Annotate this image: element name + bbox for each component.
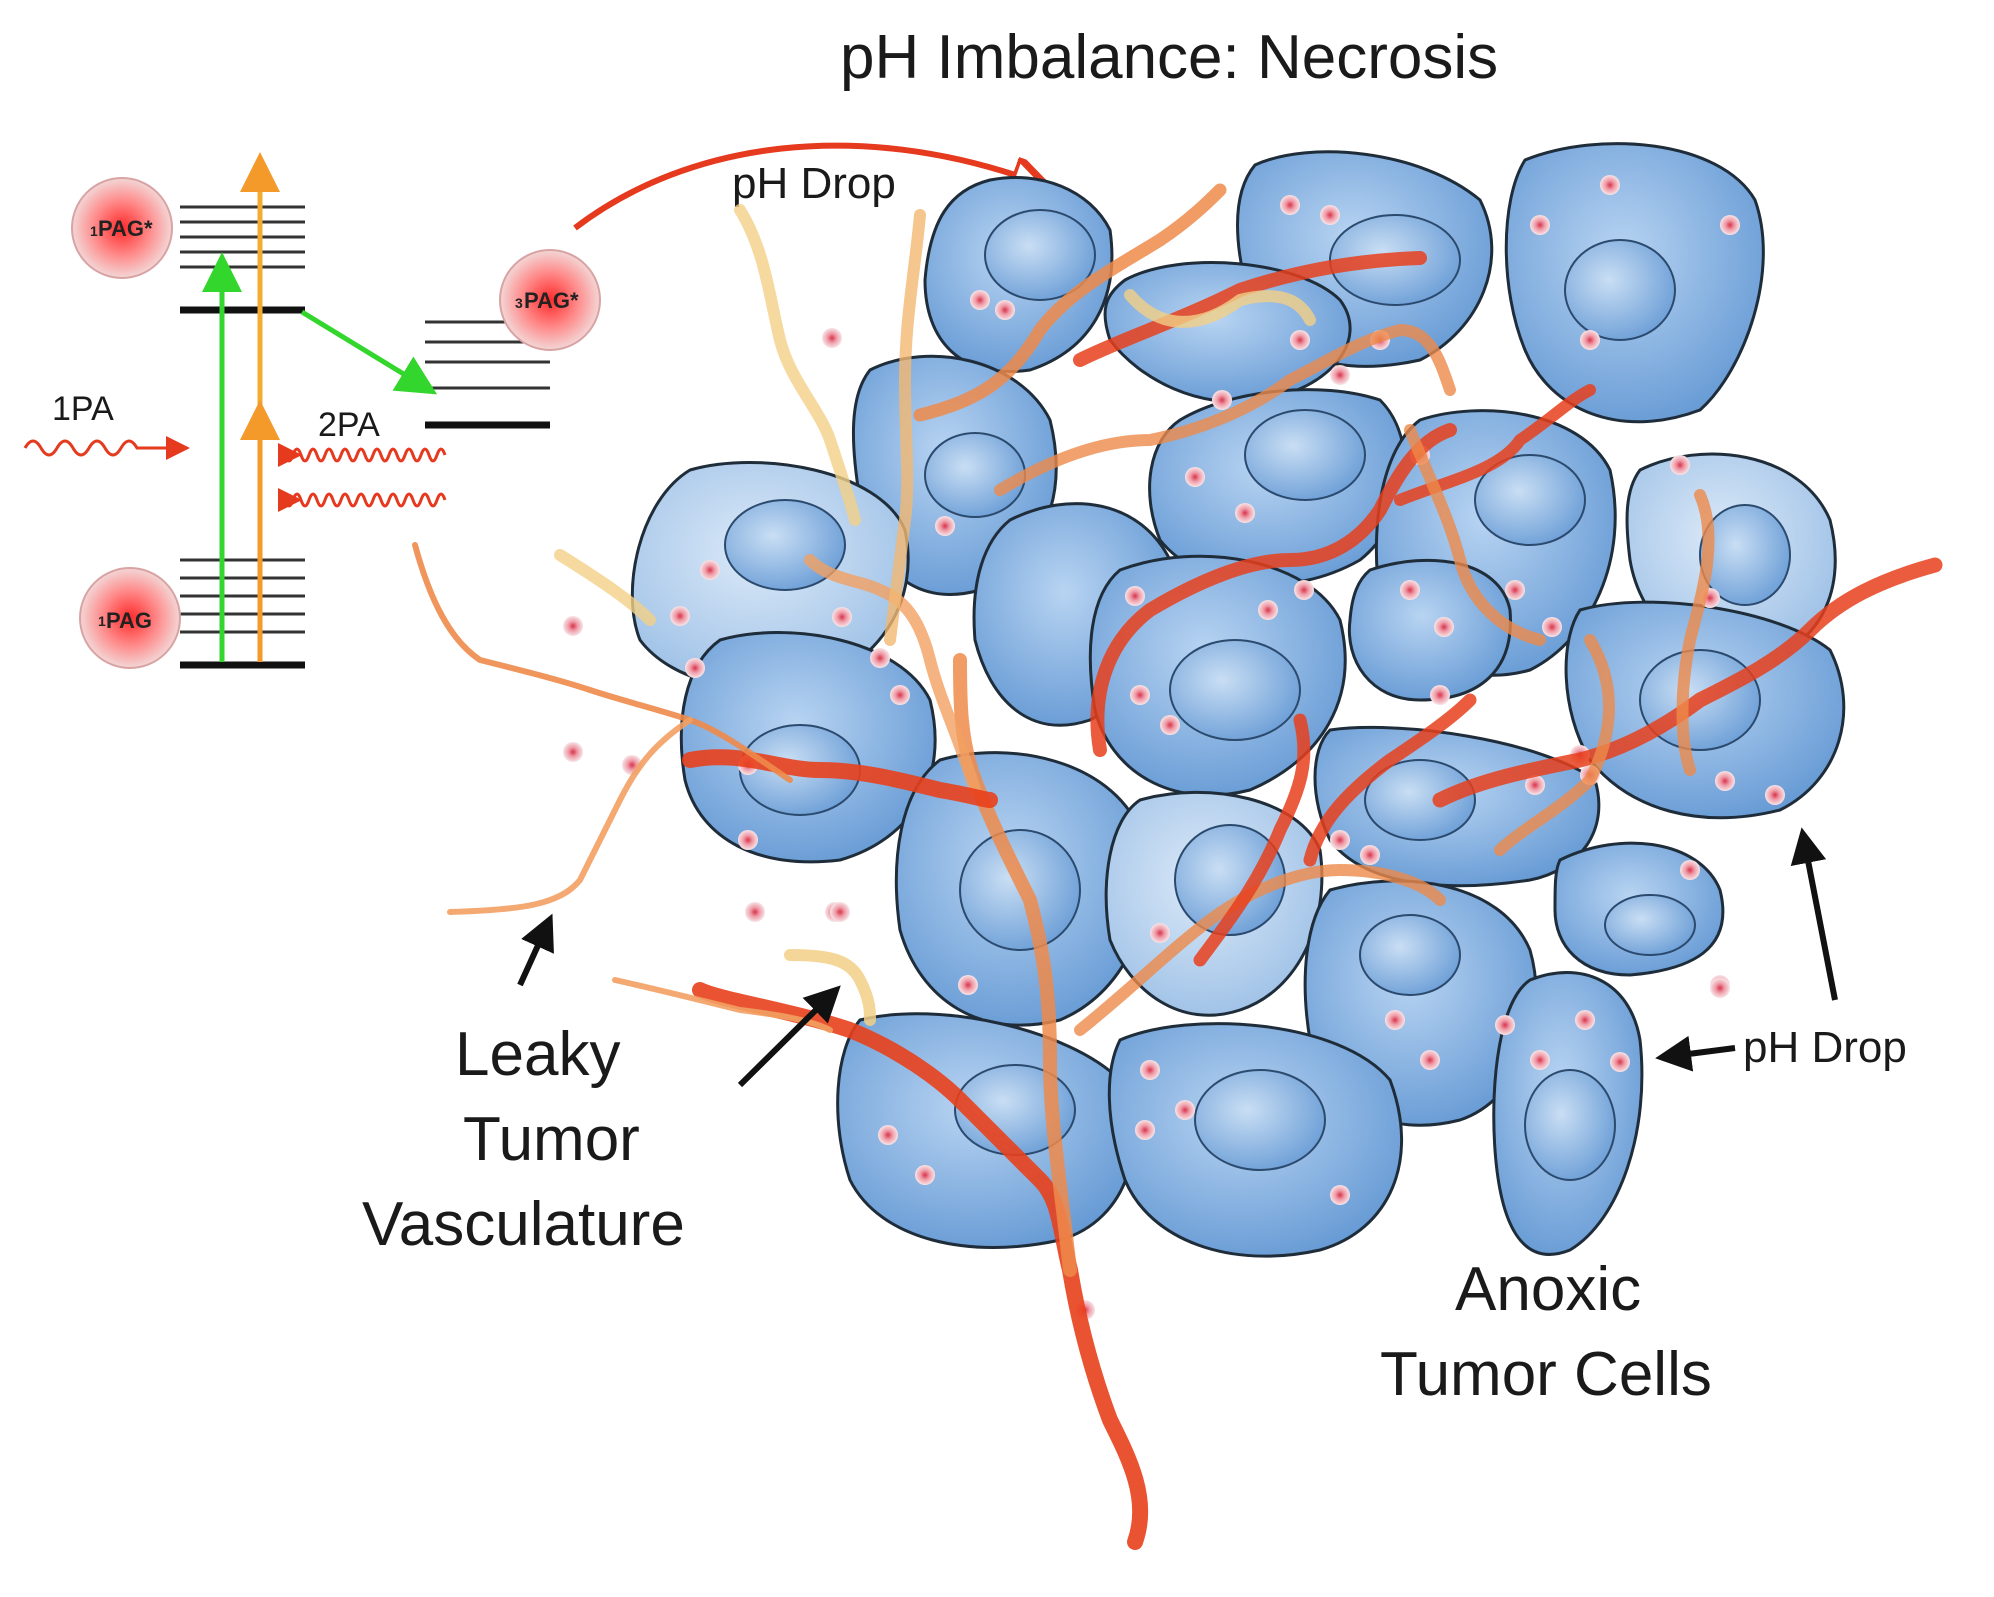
- pag-triplet-excited-label: PAG*: [524, 288, 579, 313]
- pag-triplet-excited-circle: 3 PAG*: [499, 249, 601, 351]
- one-photon-absorption: 1PA: [23, 390, 190, 460]
- vasculature-label-line-1: Leaky: [455, 1020, 620, 1089]
- tumor-cell: [1347, 558, 1512, 702]
- vessel-upper-left-2: [884, 209, 926, 646]
- pag-singlet-excited-circle: 1 PAG*: [71, 177, 173, 279]
- vasculature-label: Leaky Tumor Vasculature: [362, 1020, 685, 1259]
- vessel-pale-lower: [784, 949, 876, 1026]
- pag-singlet-excited-label: PAG*: [98, 216, 153, 241]
- leaky-arrow-1: [517, 913, 554, 987]
- ph-drop-top-label: pH Drop: [732, 159, 896, 208]
- tumor-cell: [679, 631, 937, 864]
- tumor-cell: [1148, 388, 1407, 587]
- pag-triplet-excited-sup: 3: [515, 295, 523, 311]
- vessel-center-left: [804, 554, 981, 796]
- two-pa-label: 2PA: [318, 406, 380, 444]
- vessel-left-orange: [412, 542, 793, 783]
- ground-levels: [180, 558, 305, 669]
- intersystem-crossing-arrow: [300, 309, 438, 395]
- two-photon-absorption: 2PA: [278, 406, 447, 512]
- vessel-left-thin: [447, 717, 693, 915]
- tumor-cell: [1492, 971, 1644, 1256]
- ph-drop-arrow-left: [1655, 1035, 1736, 1072]
- energy-level-diagram: 1 PAG* 3 PAG* 1 PAG 1PA 2PA pH Drop: [23, 142, 1030, 669]
- vessel-top-right: [1073, 251, 1427, 367]
- pag-ground-sup: 1: [98, 613, 106, 629]
- vasculature-label-line-2: Tumor: [463, 1105, 640, 1174]
- tumor-cell: [1088, 554, 1347, 797]
- ph-drop-curved-arrow: [573, 142, 1030, 231]
- vessel-right-top: [1394, 384, 1596, 506]
- vessel-mid-right: [1404, 424, 1546, 646]
- two-photon-coil-icon-2: [278, 488, 447, 512]
- tumor-cell: [923, 175, 1114, 373]
- vessel-top-pale: [1124, 289, 1316, 328]
- cells-label-line-2: Tumor Cells: [1380, 1340, 1712, 1409]
- vasculature-label-line-3: Vasculature: [362, 1190, 685, 1259]
- vessel-center-orange: [1074, 864, 1446, 1036]
- ph-drop-right-label: pH Drop: [1743, 1023, 1907, 1072]
- vessel-left-red: [682, 749, 998, 808]
- vessel-right-branch: [1676, 489, 1715, 776]
- singlet-excited-levels: [180, 205, 305, 314]
- leaky-arrow-2: [737, 985, 841, 1088]
- vessel-left-pale: [554, 549, 656, 626]
- tumor-cell: [1504, 142, 1765, 424]
- one-photon-wave-icon: [23, 436, 190, 460]
- vessel-upper-mid: [994, 324, 1456, 496]
- ph-drop-arrow-up: [1790, 827, 1838, 1001]
- tumor-cell-cluster: [630, 142, 1846, 1258]
- proton-dots: [563, 175, 1785, 1320]
- pag-ground-label: PAG: [106, 608, 152, 633]
- tumor-vasculature: [412, 183, 1943, 1550]
- tumor-cell: [1107, 1022, 1404, 1258]
- vessel-mid-center: [1090, 423, 1457, 757]
- vessel-lower-right: [1303, 693, 1477, 867]
- two-photon-coil-icon-1: [278, 443, 447, 467]
- main-vessel: [692, 982, 1149, 1550]
- diagram-title: pH Imbalance: Necrosis: [840, 23, 1498, 92]
- one-pa-label: 1PA: [52, 390, 114, 428]
- vessel-far-right: [1432, 557, 1943, 808]
- annotations: pH Drop Leaky Tumor Vasculature Anoxic T…: [362, 827, 1907, 1409]
- vessel-top-diagonal: [913, 183, 1227, 422]
- tumor-cell: [1553, 841, 1725, 977]
- cells-label-line-1: Anoxic: [1455, 1255, 1641, 1324]
- pag-singlet-excited-sup: 1: [90, 223, 98, 239]
- vessel-upper-left-1: [734, 204, 861, 526]
- cells-label: Anoxic Tumor Cells: [1380, 1255, 1712, 1409]
- vessel-right-diag: [1494, 634, 1615, 856]
- vessel-center-red: [1193, 713, 1311, 967]
- pag-ground-circle: 1 PAG: [79, 567, 181, 669]
